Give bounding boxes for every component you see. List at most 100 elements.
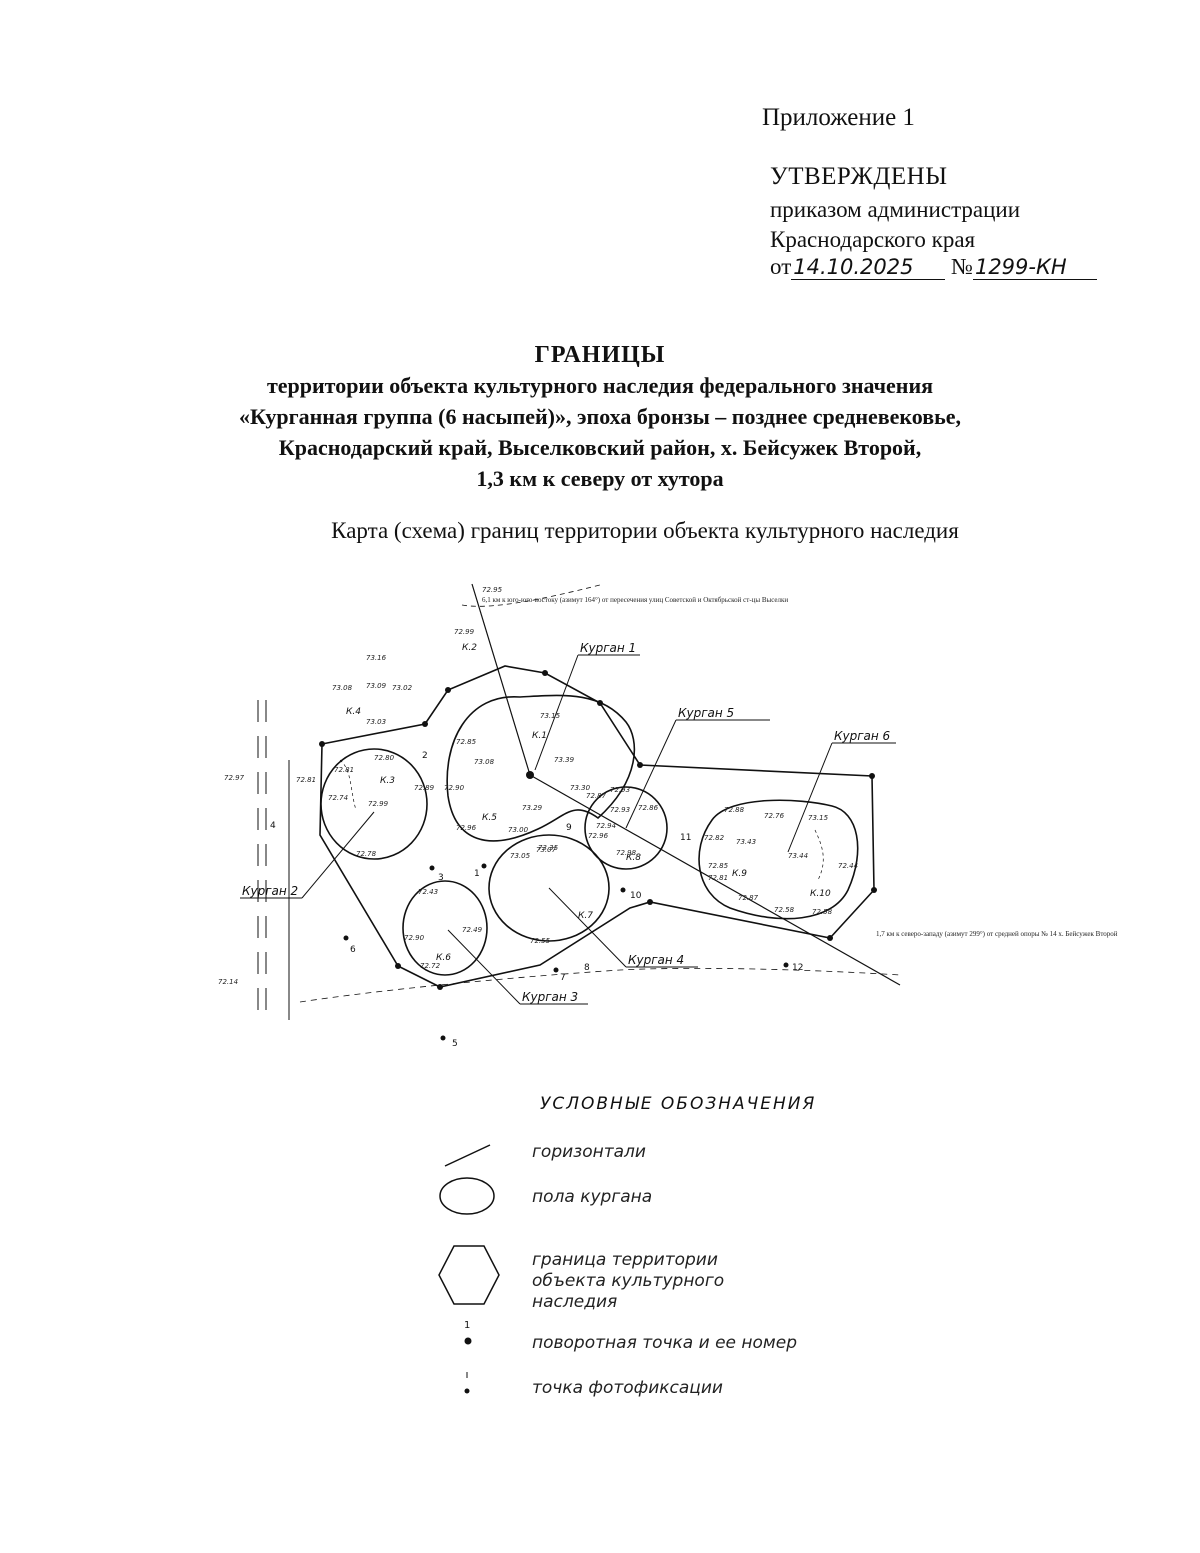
legend-boundary-3: наследия (532, 1292, 618, 1312)
kurgan-2-floor (320, 748, 428, 860)
leader-kurgan-3 (447, 929, 521, 1005)
mound-code: К.3 (380, 776, 395, 786)
order-line-1: приказом администрации (770, 197, 1021, 222)
mound-code: К.5 (482, 813, 497, 823)
kurgan-6-floor (698, 799, 859, 920)
leader-kurgan-2 (301, 811, 375, 899)
point-number: 3 (438, 873, 444, 883)
contour-line (339, 759, 357, 811)
photo-point (553, 967, 559, 973)
mound-code: К.10 (810, 889, 831, 899)
point-number: 6 (350, 945, 356, 955)
elevation-mark: 72.82 (704, 834, 725, 842)
date-prefix: от (770, 254, 792, 279)
elevation-mark: 72.74 (328, 794, 348, 802)
photo-point (343, 935, 349, 941)
kurgan-label-1: Курган 1 (580, 641, 636, 655)
number-prefix: № (951, 254, 973, 279)
elevation-mark: 72.99 (454, 628, 475, 636)
kurgan-label-3: Курган 3 (522, 990, 578, 1004)
elevation-mark: 72.90 (404, 934, 425, 942)
elevation-mark: 72.97 (224, 774, 245, 782)
point-number: 8 (584, 963, 590, 973)
turning-point (871, 887, 877, 893)
elevation-mark: 72.85 (708, 862, 729, 870)
leader-kurgan-4 (548, 887, 627, 968)
contour-line (814, 829, 824, 881)
elevation-mark: 72.44 (838, 862, 858, 870)
elevation-mark: 72.86 (638, 804, 659, 812)
mound-code: К.4 (346, 707, 361, 717)
number-value: 1299-КН (972, 255, 1097, 280)
elevation-mark: 72.90 (444, 784, 465, 792)
order-date-number: от14.10.2025 №1299-КН (770, 254, 1097, 280)
elevation-mark: 72.43 (418, 888, 438, 896)
subtitle-line-2: «Курганная группа (6 насыпей)», эпоха бр… (238, 404, 962, 429)
elevation-mark: 72.99 (368, 800, 389, 808)
point-number: 9 (566, 823, 572, 833)
turning-point (437, 984, 443, 990)
kurgan-1-apex (526, 771, 534, 779)
legend-photo-point: точка фотофиксации (532, 1378, 723, 1398)
photo-point (783, 962, 789, 968)
elevation-mark: 72.49 (462, 926, 483, 934)
elevation-mark: 72.80 (374, 754, 395, 762)
date-value: 14.10.2025 (791, 255, 946, 280)
mound-code: К.6 (436, 953, 451, 963)
photo-point (429, 865, 435, 871)
elevation-mark: 72.87 (738, 894, 759, 902)
mound-code: К.8 (626, 853, 641, 863)
elevation-mark: 72.98 (616, 849, 637, 857)
elevation-mark: 73.03 (366, 718, 386, 726)
map-caption: Карта (схема) границ территории объекта … (331, 518, 959, 543)
mound-code: К.2 (462, 643, 477, 653)
legend-turning-point-symbol (464, 1337, 472, 1345)
elevation-mark: 72.81 (296, 776, 316, 784)
leader-kurgan-5 (625, 719, 677, 829)
kurgan-label-4: Курган 4 (628, 953, 684, 967)
point-number: 11 (680, 833, 691, 843)
kurgan-4-floor (488, 834, 610, 942)
elevation-mark: 73.09 (366, 682, 387, 690)
elevation-mark: 73.35 (538, 844, 559, 852)
order-line-2: Краснодарского края (770, 227, 976, 252)
note-sw-text: 1,7 км к северо-западу (азимут 299°) от … (876, 930, 1118, 938)
elevation-mark: 72.88 (724, 806, 745, 814)
elevation-mark: 73.15 (808, 814, 829, 822)
appendix-label: Приложение 1 (762, 104, 915, 131)
elevation-mark: 73.44 (788, 852, 808, 860)
legend-turning-point-number: 1 (464, 1320, 470, 1331)
elevation-mark: 73.07 (536, 846, 557, 854)
elevation-mark: 73.02 (392, 684, 413, 692)
mound-code: К.7 (578, 911, 593, 921)
elevation-mark: 73.30 (570, 784, 591, 792)
kurgan-label-2: Курган 2 (242, 884, 298, 898)
kurgan-5-floor (584, 786, 668, 870)
turning-point (637, 762, 643, 768)
turning-point (647, 899, 653, 905)
subtitle-line-4: 1,3 км к северу от хутора (476, 466, 724, 491)
document-title: ГРАНИЦЫ (534, 342, 666, 368)
legend-turning-point: поворотная точка и ее номер (532, 1333, 797, 1353)
point-number: 10 (630, 891, 642, 901)
turning-point (395, 963, 401, 969)
elevation-mark: 72.96 (588, 832, 609, 840)
leader-kurgan-6 (787, 742, 833, 853)
turning-point (869, 773, 875, 779)
legend-boundary-2: объекта культурного (532, 1271, 725, 1291)
legend-photo-point-symbol (464, 1388, 470, 1394)
note-sw: 1,7 км к северо-западу (азимут 299°) от … (876, 930, 1118, 938)
point-number: 2 (422, 751, 428, 761)
elevation-mark: 72.95 (482, 586, 503, 594)
turning-point (445, 687, 451, 693)
elevation-mark: 72.87 (586, 792, 607, 800)
legend-mound-floor: пола кургана (532, 1187, 653, 1207)
kurgan-label-5: Курган 5 (678, 706, 734, 720)
kurgan-3-floor (402, 880, 488, 976)
legend-boundary-1: граница территории (532, 1250, 718, 1270)
elevation-mark: 72.78 (356, 850, 377, 858)
elevation-mark: 73.15 (540, 712, 561, 720)
subtitle-line-3: Краснодарский край, Выселковский район, … (278, 435, 922, 460)
elevation-mark: 72.93 (610, 786, 630, 794)
